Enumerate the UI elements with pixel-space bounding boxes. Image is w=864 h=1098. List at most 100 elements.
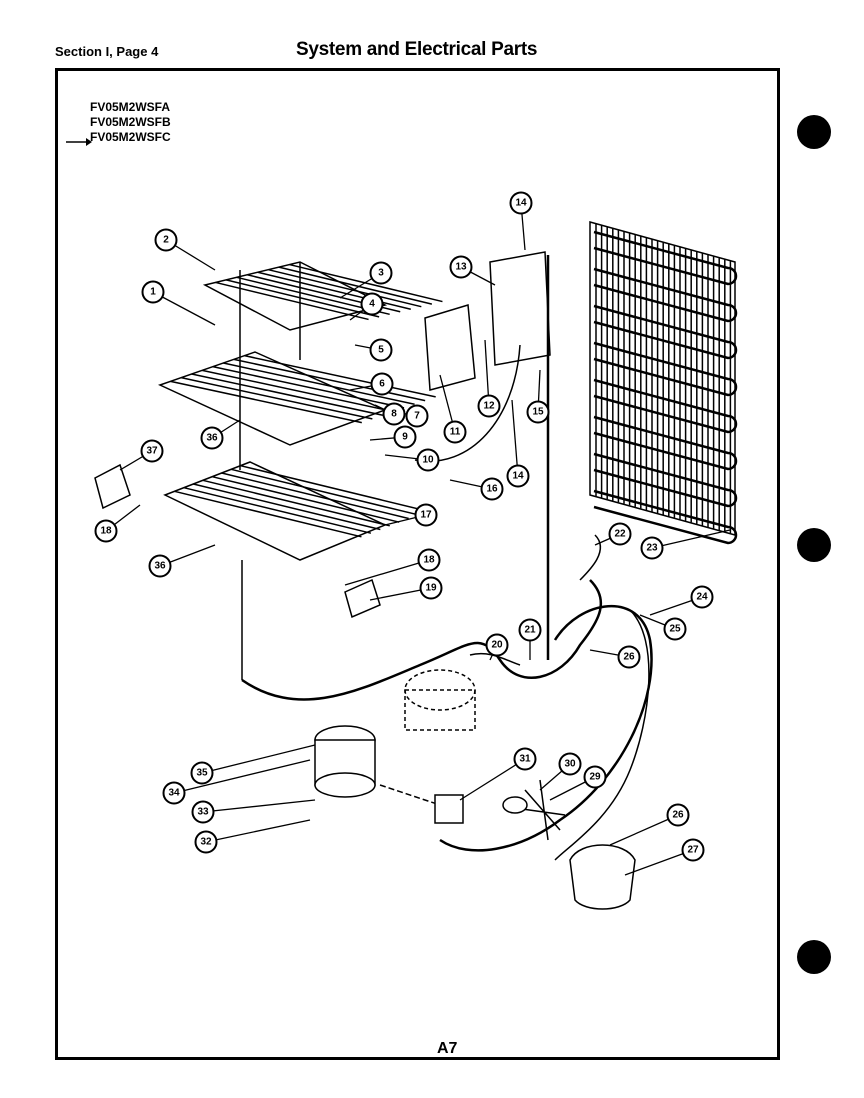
svg-text:29: 29 — [589, 772, 601, 783]
svg-text:33: 33 — [197, 807, 209, 818]
callout-1: 1 — [141, 280, 165, 304]
callout-26: 26 — [617, 645, 641, 669]
callout-29: 29 — [583, 765, 607, 789]
section-label: Section I, Page 4 — [55, 44, 159, 59]
callout-7: 7 — [405, 404, 429, 428]
svg-text:35: 35 — [196, 768, 208, 779]
fan-motor — [569, 844, 636, 910]
callout-11: 11 — [443, 420, 467, 444]
svg-text:10: 10 — [422, 455, 434, 466]
callout-36: 36 — [200, 426, 224, 450]
leader-line — [201, 744, 316, 774]
svg-text:25: 25 — [669, 624, 681, 635]
svg-text:11: 11 — [450, 427, 461, 438]
compressor — [314, 725, 376, 798]
callout-18: 18 — [94, 519, 118, 543]
svg-text:26: 26 — [623, 652, 635, 663]
leader-line — [651, 529, 731, 549]
callout-5: 5 — [369, 338, 393, 362]
callout-18: 18 — [417, 548, 441, 572]
callout-25: 25 — [663, 617, 687, 641]
leader-line — [152, 291, 216, 326]
callout-8: 8 — [382, 402, 406, 426]
callout-13: 13 — [449, 255, 473, 279]
svg-text:23: 23 — [646, 543, 658, 554]
svg-text:15: 15 — [532, 407, 544, 418]
condenser-coil — [589, 221, 738, 545]
page-number: A7 — [437, 1040, 458, 1057]
svg-text:18: 18 — [100, 526, 112, 537]
callout-27: 27 — [681, 838, 705, 862]
svg-text:9: 9 — [402, 432, 408, 443]
callout-26: 26 — [666, 803, 690, 827]
callout-32: 32 — [194, 830, 218, 854]
svg-text:3: 3 — [378, 268, 384, 279]
svg-text:32: 32 — [200, 837, 212, 848]
binder-hole — [797, 115, 831, 149]
svg-text:4: 4 — [369, 299, 375, 310]
svg-text:1: 1 — [150, 287, 156, 298]
callout-6: 6 — [370, 372, 394, 396]
svg-text:13: 13 — [455, 262, 467, 273]
callout-10: 10 — [416, 448, 440, 472]
callout-15: 15 — [526, 400, 550, 424]
binder-hole — [797, 528, 831, 562]
evaporator-shelf — [157, 351, 387, 446]
svg-text:14: 14 — [515, 198, 527, 209]
svg-text:27: 27 — [687, 845, 699, 856]
callout-16: 16 — [480, 477, 504, 501]
svg-text:21: 21 — [524, 625, 536, 636]
callout-4: 4 — [360, 292, 384, 316]
svg-text:37: 37 — [146, 446, 158, 457]
callout-23: 23 — [640, 536, 664, 560]
callout-30: 30 — [558, 752, 582, 776]
svg-text:34: 34 — [168, 788, 180, 799]
svg-text:6: 6 — [379, 379, 385, 390]
diagram-frame — [55, 68, 780, 1060]
callout-3: 3 — [369, 261, 393, 285]
leader-line — [624, 849, 694, 876]
callout-37: 37 — [140, 439, 164, 463]
leader-line — [205, 819, 311, 843]
svg-text:19: 19 — [425, 583, 437, 594]
leader-line — [344, 559, 430, 586]
callout-22: 22 — [608, 522, 632, 546]
svg-text:20: 20 — [491, 640, 503, 651]
page-title: System and Electrical Parts — [296, 39, 538, 60]
svg-text:17: 17 — [420, 510, 432, 521]
fan-blade — [502, 779, 566, 841]
callout-36: 36 — [148, 554, 172, 578]
callout-17: 17 — [414, 503, 438, 527]
callout-34: 34 — [162, 781, 186, 805]
svg-text:8: 8 — [391, 409, 397, 420]
svg-text:30: 30 — [564, 759, 576, 770]
leader-line — [511, 399, 519, 477]
callout-20: 20 — [485, 633, 509, 657]
svg-text:31: 31 — [519, 754, 531, 765]
callout-33: 33 — [191, 800, 215, 824]
compressor-outline — [404, 669, 476, 731]
callout-12: 12 — [477, 394, 501, 418]
svg-text:18: 18 — [423, 555, 435, 566]
callout-2: 2 — [154, 228, 178, 252]
svg-text:36: 36 — [206, 433, 218, 444]
svg-text:2: 2 — [163, 235, 169, 246]
svg-text:24: 24 — [696, 592, 708, 603]
callout-14: 14 — [509, 191, 533, 215]
model-list: FV05M2WSFA FV05M2WSFB FV05M2WSFC — [90, 100, 171, 145]
arrow-icon — [66, 138, 92, 146]
control-box — [94, 251, 551, 619]
binder-hole — [797, 940, 831, 974]
svg-text:12: 12 — [483, 401, 495, 412]
leader-line — [459, 758, 526, 801]
relay — [434, 794, 464, 824]
svg-text:36: 36 — [154, 561, 166, 572]
svg-text:14: 14 — [512, 471, 524, 482]
model-number: FV05M2WSFC — [90, 130, 171, 144]
callout-14: 14 — [506, 464, 530, 488]
leader-line — [173, 759, 311, 794]
callout-9: 9 — [393, 425, 417, 449]
callout-24: 24 — [690, 585, 714, 609]
callout-31: 31 — [513, 747, 537, 771]
